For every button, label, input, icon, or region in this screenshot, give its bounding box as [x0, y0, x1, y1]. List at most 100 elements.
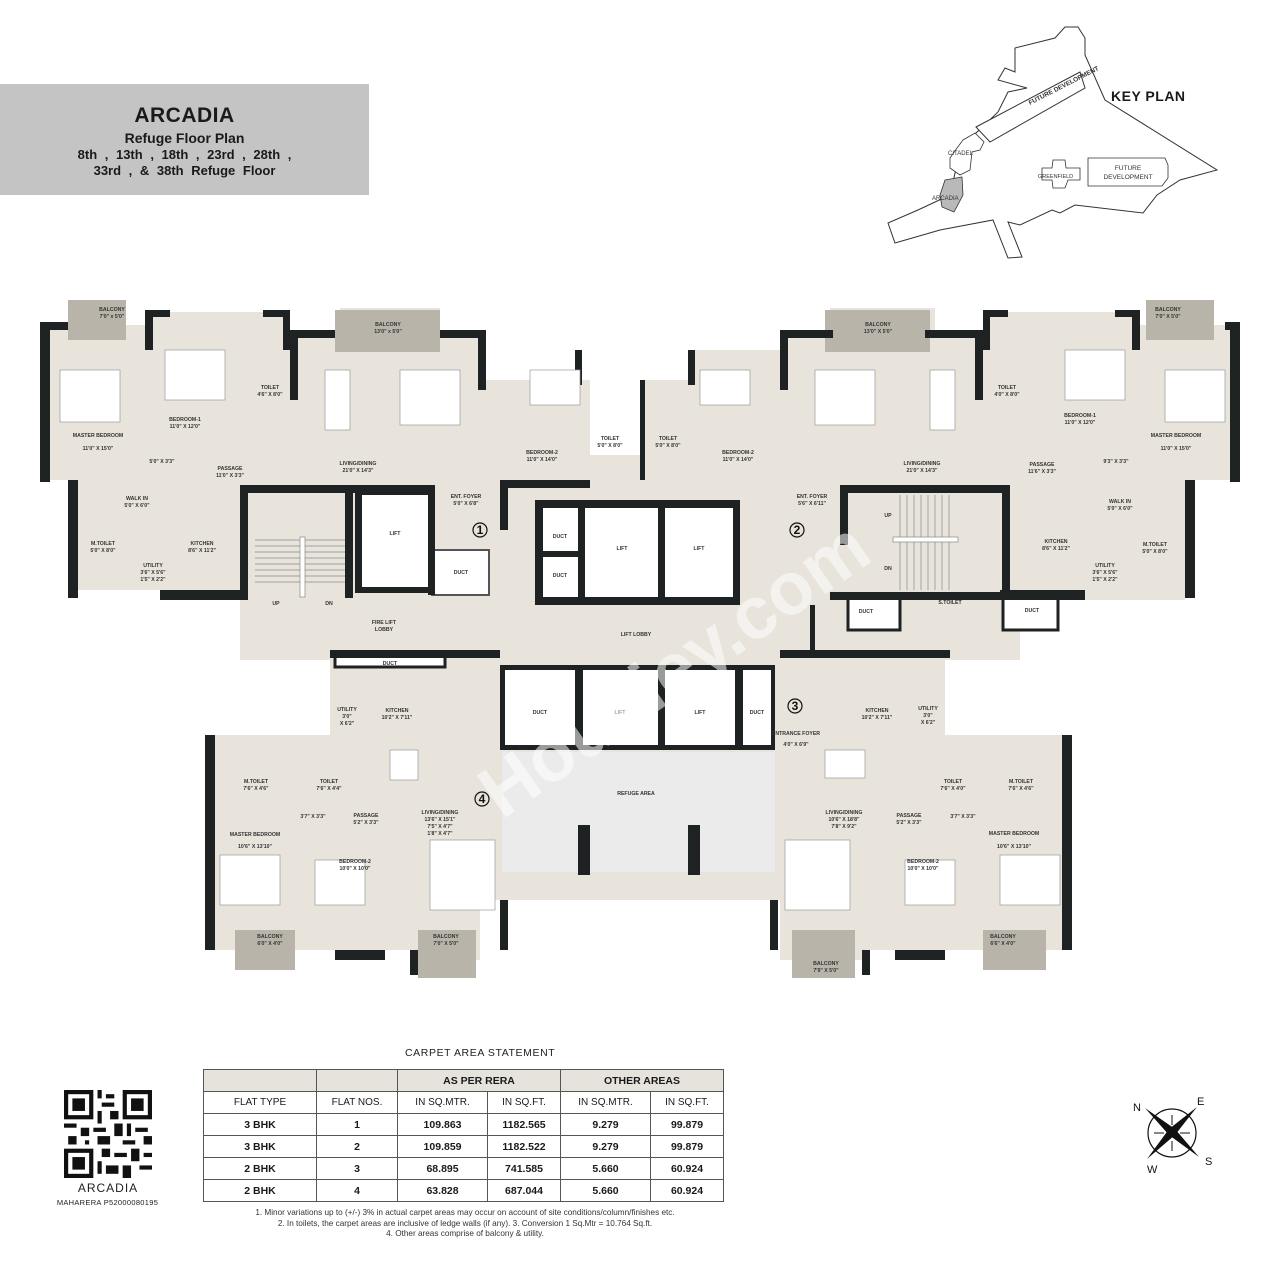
cell: 3 [316, 1157, 398, 1180]
room-label: BEDROOM-2 [907, 859, 939, 865]
room-label: MASTER BEDROOM [989, 831, 1039, 837]
title-block: ARCADIA Refuge Floor Plan 8th , 13th , 1… [0, 84, 369, 195]
room-label: UTILITY [1095, 563, 1115, 569]
cell: 9.279 [559, 1135, 652, 1158]
table-group-header: AS PER RERA OTHER AREAS [203, 1069, 725, 1092]
room-label: BALCONY [375, 322, 401, 328]
key-plan-map: FUTURE DEVELOPMENT CITADEL ARCADIA GREEN… [887, 26, 1219, 259]
rera-number: MAHARERA P52000080195 [56, 1198, 159, 1207]
qr-code[interactable] [64, 1090, 152, 1178]
key-plan-title: KEY PLAN [1111, 88, 1186, 104]
refuge-area-label: REFUGE AREA [617, 791, 655, 797]
key-plan-citadel: CITADEL [948, 151, 974, 157]
room-dim: 7'6" X 4'6" [1008, 786, 1034, 792]
carpet-area-notes: 1. Minor variations up to (+/-) 3% in ac… [200, 1208, 730, 1240]
room-dim: 5'0" X 6'0" [124, 503, 150, 509]
compass-w: W [1147, 1164, 1158, 1173]
room-dim: 7'0" x 5'0" [100, 314, 125, 320]
room-label: LIVING/DINING [826, 810, 863, 816]
room-dim: 5'0" X 6'8" [453, 501, 479, 507]
project-name: ARCADIA [134, 104, 235, 127]
stair-dn-label: DN [325, 601, 333, 607]
lift-label: LIFT [617, 546, 629, 552]
key-plan-future-development-2b: DEVELOPMENT [1103, 174, 1152, 181]
room-label: M.TOILET [1009, 779, 1034, 785]
room-label: UTILITY [143, 563, 163, 569]
cell: 109.863 [396, 1113, 489, 1136]
room-label: ENT. FOYER [451, 494, 482, 500]
duct-label: DUCT [553, 534, 568, 540]
duct-label: DUCT [859, 609, 874, 615]
flat-marker-1: 1 [477, 523, 484, 537]
room-dim: 21'0" X 14'3" [906, 468, 938, 474]
room-label: PASSAGE [354, 813, 380, 819]
room-dim: 4'0" X 6'9" [783, 742, 809, 748]
room-dim: 11'0" X 15'0" [1161, 446, 1192, 452]
room-label: TOILET [320, 779, 339, 785]
room-label: BEDROOM-1 [1064, 413, 1096, 419]
cell: 1 [316, 1113, 398, 1136]
room-dim: 13'0" x 5'0" [374, 329, 402, 335]
compass-s: S [1205, 1156, 1212, 1168]
room-label: M.TOILET [91, 541, 116, 547]
room-dim: 10'2" X 7'11" [382, 715, 413, 721]
room-dim: 5'2" X 3'3" [896, 820, 922, 826]
stair-up-label: UP [884, 513, 892, 519]
room-dim: 11'0" X 3'3" [216, 473, 244, 479]
carpet-area-title: CARPET AREA STATEMENT [405, 1047, 556, 1059]
duct-label: DUCT [383, 661, 398, 667]
lift-label: LIFT [615, 710, 627, 716]
service-toilet-label: S.TOILET [938, 600, 962, 606]
room-label: KITCHEN [1044, 539, 1067, 545]
room-label: WALK IN [1109, 499, 1131, 505]
carpet-area-table: AS PER RERA OTHER AREAS FLAT TYPE FLAT N… [203, 1069, 725, 1202]
room-dim: 10'6" X 13'10" [238, 844, 272, 850]
room-label: KITCHEN [865, 708, 888, 714]
room-label: PASSAGE [1030, 462, 1056, 468]
room-dim: 10'6" X 18'8" [828, 817, 860, 823]
duct-label: DUCT [1025, 608, 1040, 614]
room-label: BEDROOM-2 [526, 450, 558, 456]
flat-marker-2: 2 [794, 523, 801, 537]
room-dim: 6'0" X 4'0" [257, 941, 283, 947]
balconies [68, 300, 1214, 978]
room-dim: 10'0" X 10'0" [339, 866, 371, 872]
table-row: 3 BHK 1 109.863 1182.565 9.279 99.879 [203, 1113, 724, 1136]
table-column-header: FLAT TYPE FLAT NOS. IN SQ.MTR. IN SQ.FT.… [203, 1091, 724, 1114]
cell: 4 [316, 1179, 398, 1202]
note-1: 1. Minor variations up to (+/-) 3% in ac… [255, 1208, 675, 1217]
stair-up-label: UP [272, 601, 280, 607]
room-dim: 11'6" X 3'3" [1028, 469, 1056, 475]
room-dim: 10'6" X 13'10" [997, 844, 1031, 850]
room-label: PASSAGE [218, 466, 244, 472]
room-dim: 11'0" X 14'0" [723, 457, 754, 463]
room-dim: 5'0" X 8'0" [597, 443, 623, 449]
cell: 9.279 [559, 1113, 652, 1136]
room-dim: 7'0" X 5'0" [1155, 314, 1181, 320]
flat-2-labels: BALCONY 13'0" X 5'0" LIVING/DINING 21'0"… [655, 307, 1201, 583]
cell: 1182.565 [487, 1113, 561, 1136]
flat-3-labels: KITCHEN 10'2" X 7'11" UTILITY 3'0" X 6'2… [772, 706, 1039, 974]
cell: 5.660 [559, 1179, 652, 1202]
room-dim: 9'3" X 3'3" [1103, 459, 1129, 465]
room-dim: 8'6" X 11'2" [188, 548, 216, 554]
room-dim: 3'7" X 3'3" [950, 814, 976, 820]
room-dim: 21'0" X 14'3" [342, 468, 374, 474]
table-row: 2 BHK 4 63.828 687.044 5.660 60.924 [203, 1179, 724, 1202]
cell: 5.660 [559, 1157, 652, 1180]
room-label: BALCONY [865, 322, 891, 328]
cell: 741.585 [487, 1157, 561, 1180]
cell: 99.879 [650, 1113, 724, 1136]
room-label: MASTER BEDROOM [1151, 433, 1201, 439]
cell: 1182.522 [487, 1135, 561, 1158]
room-label: TOILET [601, 436, 620, 442]
fire-lift-lobby-label: FIRE LIFT [372, 620, 397, 626]
room-label: MASTER BEDROOM [230, 832, 280, 838]
room-dim: 13'6" X 15'1" [424, 817, 456, 823]
lift-label: LIFT [695, 710, 707, 716]
room-label: BEDROOM-2 [722, 450, 754, 456]
staircase-left [252, 495, 352, 598]
room-dim: 11'0" X 15'0" [83, 446, 114, 452]
room-dim: X 6'2" [921, 720, 936, 726]
room-label: BALCONY [990, 934, 1016, 940]
